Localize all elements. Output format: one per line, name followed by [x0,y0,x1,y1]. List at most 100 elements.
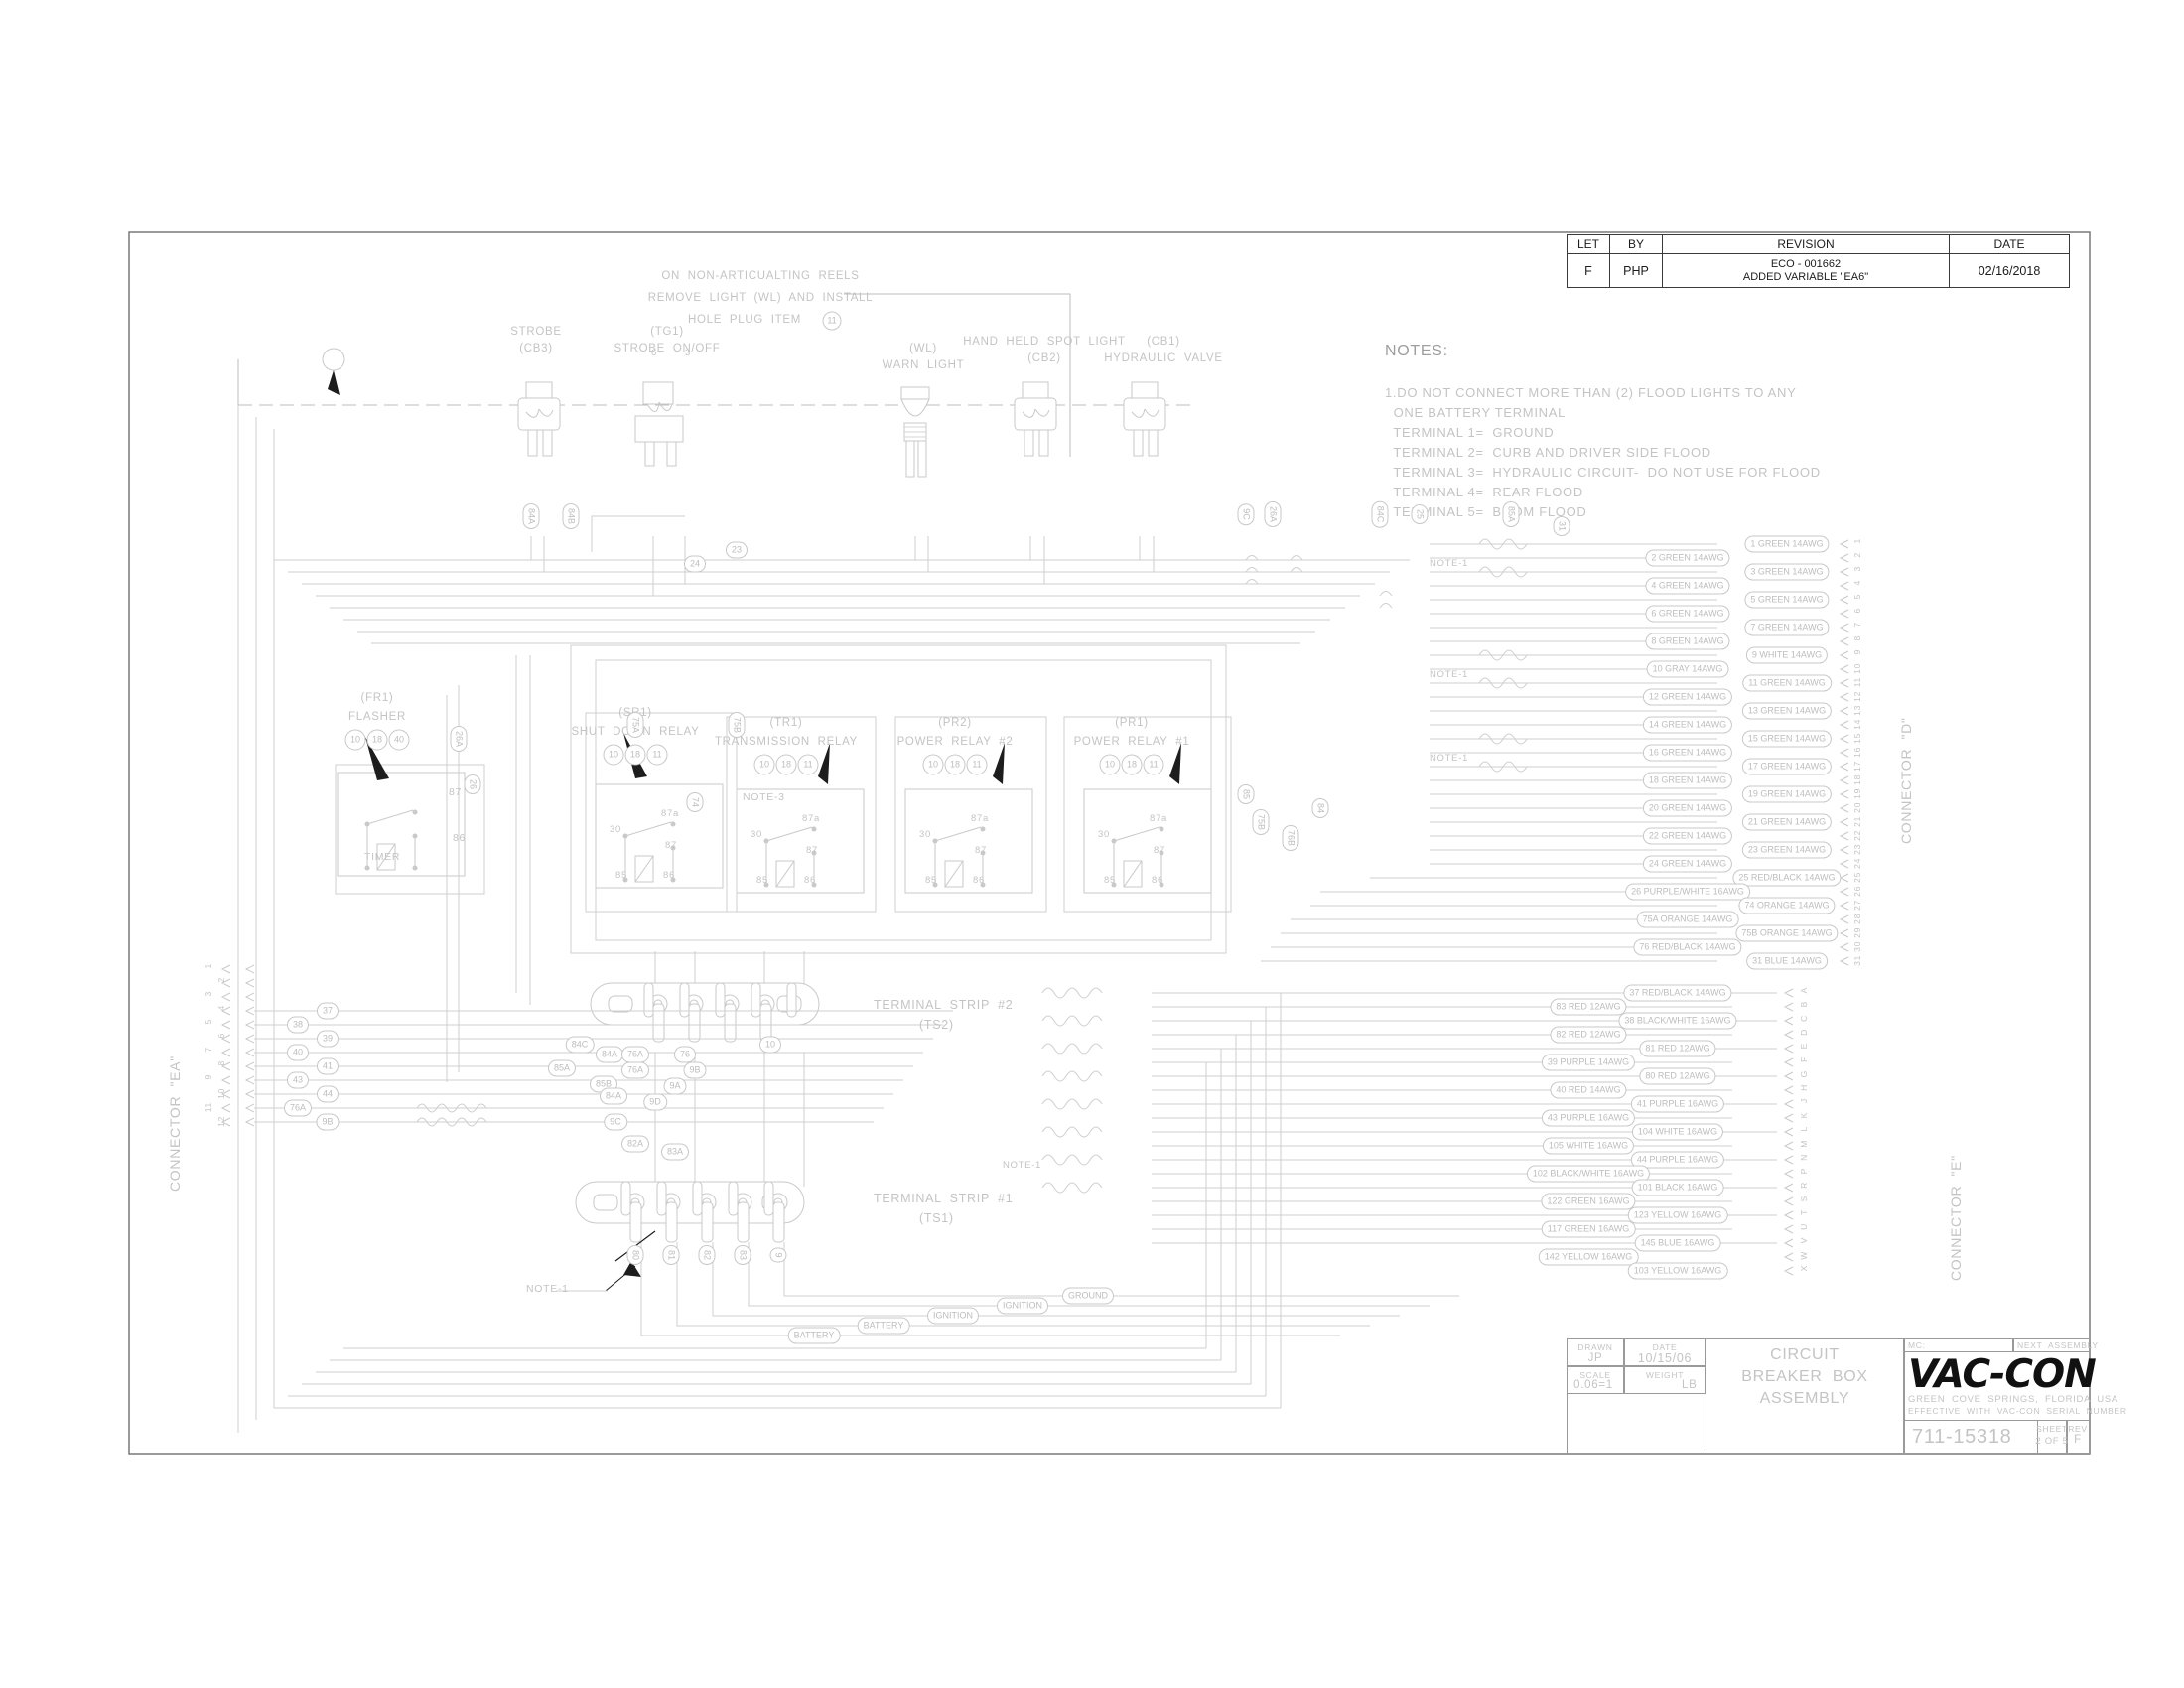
relay-flasher-tag: (FR1) [360,692,394,704]
tb-rev-label: REV [2068,1424,2088,1434]
relay-power-relay-1-contact-87a: 87a [1150,813,1167,824]
connector-d-note-1c: NOTE-1 [1430,753,1469,764]
flasher-terminal-86: 86 [453,832,467,844]
connector-d-pin-9: 9 [1852,649,1862,655]
connector-d-wire-19: 19 GREEN 14AWG [1741,785,1833,803]
tb-effective-label: EFFECTIVE WITH VAC-CON SERIAL NUMBER [1908,1406,2127,1416]
connector-ea-pin-8: 8 [216,1060,226,1066]
connector-ea-wire-9B: 9B [316,1113,340,1131]
relay-transmission-relay-label: TRANSMISSION RELAY [714,736,859,748]
tb-scale-label: SCALE [1579,1370,1611,1380]
relay-power-relay-2-pin-10: 10 [922,754,944,775]
connector-e-wire-12: 105 WHITE 16AWG [1542,1137,1635,1155]
wire-tag-ts2-9C-6: 9C [604,1113,627,1131]
relay-shut-down-relay-pin-18: 18 [624,744,646,766]
tb-date-label: DATE [1652,1342,1678,1352]
connector-d-pin-12: 12 [1852,691,1862,702]
ts-terminal-strip-2-title: TERMINAL STRIP #2 [874,998,1014,1012]
relay-power-relay-1-tag: (PR1) [1115,717,1149,729]
wire-tag-ts2-83A-14: 83A [660,1143,690,1161]
connector-e-pin-B: B [1799,1001,1809,1008]
relay-power-relay-1-contact-30: 30 [1098,829,1110,840]
connector-e-pin-G: G [1799,1070,1809,1078]
connector-d-pin-13: 13 [1852,705,1862,716]
tb-weight-cell [1624,1366,1706,1394]
relay-transmission-relay-contact-87a: 87a [802,813,820,824]
connector-d-wire-11: 11 GREEN 14AWG [1742,674,1832,692]
wire-tag-mid-84-6: 84 [1311,797,1329,819]
connector-ea-wire-39: 39 [316,1030,340,1048]
connector-e-wire-10: 43 PURPLE 16AWG [1541,1109,1636,1127]
connector-ea-wire-43: 43 [286,1071,310,1089]
device-hand-held-spot-light-line1: HAND HELD SPOT LIGHT [963,336,1126,348]
vac-con-logo: VAC-CON [1908,1352,2097,1397]
connector-e-wire-19: 145 BLUE 16AWG [1634,1234,1721,1252]
tb-next-assembly-label: NEXT ASSEMBLY [2017,1340,2099,1350]
connector-d-pin-1: 1 [1852,538,1862,544]
connector-d-note-1b: NOTE-1 [1430,669,1469,680]
connector-e-wire-9: 41 PURPLE 16AWG [1630,1095,1725,1113]
wire-tag-top-24: 24 [683,555,707,573]
connector-d-wire-2: 2 GREEN 14AWG [1645,549,1730,567]
connector-ea-wire-41: 41 [316,1057,340,1075]
connector-ea-pin-4: 4 [216,1005,226,1011]
revision-by: PHP [1609,253,1663,288]
ts1-terminal-82: 82 [698,1244,716,1266]
tb-sheet-value: 2 OF 5 [2035,1436,2069,1447]
connector-d-wire-24: 24 GREEN 14AWG [1642,855,1733,873]
relay-shut-down-relay-contact-87a: 87a [661,808,679,819]
connector-e-pin-P: P [1799,1168,1809,1175]
wire-tag-ts2-84A-1: 84A [595,1046,624,1063]
connector-e-pin-K: K [1799,1112,1809,1119]
connector-d-pin-8: 8 [1852,635,1862,641]
relay-power-relay-2-contact-87a: 87a [971,813,989,824]
tb-company-address: GREEN COVE SPRINGS, FLORIDA USA [1908,1394,2118,1405]
wire-tag-mid-75A-2: 75A [626,711,644,739]
tb-mc-label: MC: [1908,1340,1926,1350]
wire-tag-mid-26A-0: 26A [450,725,468,753]
connector-e-wire-11: 104 WHITE 16AWG [1631,1123,1724,1141]
tb-date-value: 10/15/06 [1637,1351,1693,1365]
relay-shut-down-relay-pin-11: 11 [646,744,668,766]
connector-ea-pin-3: 3 [204,991,213,997]
relay-transmission-relay-tag: (TR1) [769,717,803,729]
relay-transmission-relay-pin-10: 10 [753,754,775,775]
wire-tag-top-84C: 84C [1371,500,1389,528]
tb-title-line1: CIRCUIT [1770,1346,1840,1363]
connector-e-pin-L: L [1799,1126,1809,1132]
connector-d-wire-5: 5 GREEN 14AWG [1744,591,1830,609]
ts1-terminal-83: 83 [734,1244,751,1266]
connector-d-pin-5: 5 [1852,594,1862,600]
wire-tag-ts2-9A-5: 9A [663,1077,687,1095]
tb-rev-value: F [2074,1434,2082,1446]
relay-power-relay-1-label: POWER RELAY #1 [1073,736,1190,748]
tb-sheet-label: SHEET [2036,1424,2068,1434]
connector-d-wire-15: 15 GREEN 14AWG [1741,730,1833,748]
relay-power-relay-2-contact-85: 85 [925,875,937,886]
relay-transmission-relay-contact-85: 85 [756,875,768,886]
tb-scale-value: 0.06=1 [1573,1379,1613,1391]
note-line-6: TERMINAL 4= REAR FLOOD [1385,485,1583,499]
connector-d-wire-25: 25 RED/BLACK 14AWG [1732,869,1842,887]
connector-d-wire-30: 76 RED/BLACK 14AWG [1633,938,1742,956]
wire-tag-mid-76B-7: 76B [1282,824,1299,852]
connector-ea-pin-9: 9 [204,1074,213,1080]
device-strobe-breaker-line1: STROBE [510,326,562,338]
connector-e-wire-21: 103 YELLOW 16AWG [1627,1262,1728,1280]
revision-header-by: BY [1609,234,1663,254]
revision-date: 02/16/2018 [1949,253,2070,288]
ts-terminal-strip-2-tag: (TS2) [919,1018,954,1032]
connector-ea-pin-6: 6 [216,1033,226,1039]
connector-d-wire-26: 26 PURPLE/WHITE 16AWG [1625,883,1750,901]
flasher-terminal-87: 87 [449,786,463,798]
connector-e-wire-7: 80 RED 12AWG [1639,1067,1716,1085]
relay-power-relay-2-tag: (PR2) [938,717,972,729]
relay-power-relay-2-contact-86: 86 [973,875,985,886]
device-warn-light-line1: (WL) [909,343,937,354]
ts1-bus-label-ignition-2: IGNITION [927,1307,979,1325]
wire-tag-top-85A: 85A [1502,500,1520,528]
note-line-5: TERMINAL 3= HYDRAULIC CIRCUIT- DO NOT US… [1385,465,1821,480]
connector-d-pin-6: 6 [1852,608,1862,614]
connector-d-wire-1: 1 GREEN 14AWG [1744,535,1830,553]
